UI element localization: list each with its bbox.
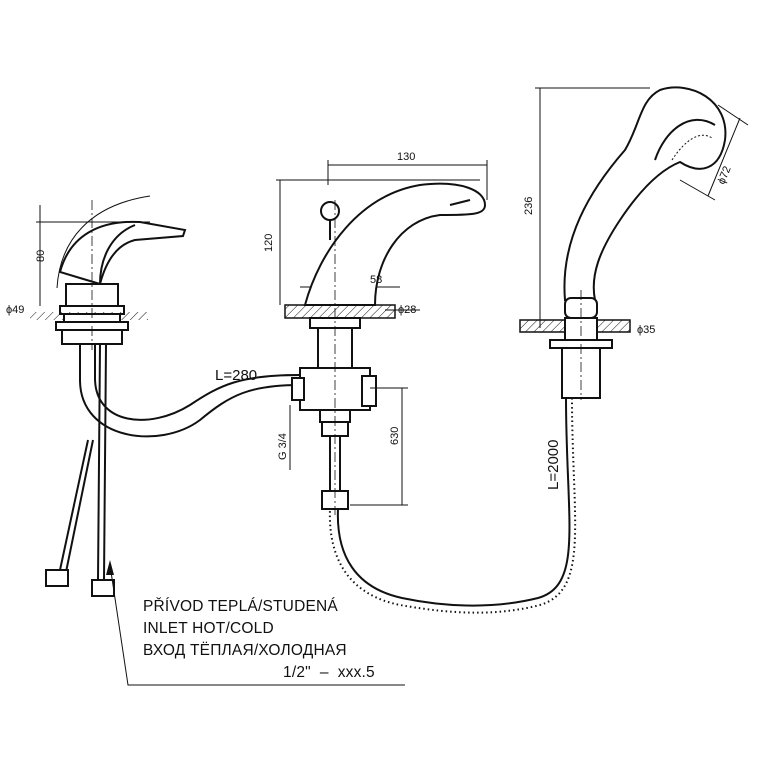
inlet-note-czech: PŘÍVOD TEPLÁ/STUDENÁ bbox=[143, 598, 338, 615]
dim-connector-length: L=280 bbox=[215, 367, 257, 384]
dim-tee-drop: 630 bbox=[389, 427, 401, 445]
inlet-note-size: 1/2" – xxx.5 bbox=[283, 664, 375, 681]
mixer-valve bbox=[30, 195, 315, 597]
dim-mixer-height: 80 bbox=[35, 250, 47, 262]
dim-spout-base: 58 bbox=[370, 274, 382, 286]
dim-mixer-diameter: ϕ49 bbox=[6, 304, 24, 316]
inlet-note-english: INLET HOT/COLD bbox=[143, 620, 274, 637]
dim-spout-reach: 130 bbox=[397, 151, 415, 163]
inlet-note: PŘÍVOD TEPLÁ/STUDENÁ INLET HOT/COLD ВХОД… bbox=[143, 596, 375, 684]
dim-spout-height: 120 bbox=[263, 234, 275, 252]
dim-spout-diameter: ϕ28 bbox=[398, 304, 416, 316]
inlet-note-russian: ВХОД ТЁПЛАЯ/ХОЛОДНАЯ bbox=[143, 642, 347, 659]
hand-shower bbox=[328, 86, 749, 614]
dim-shower-height: 236 bbox=[523, 197, 535, 215]
dim-shower-head-diameter: ϕ72 bbox=[716, 165, 734, 187]
dim-thread: G 3/4 bbox=[277, 433, 289, 460]
bath-spout bbox=[276, 160, 488, 515]
dim-shower-base-diameter: ϕ35 bbox=[637, 324, 655, 336]
dim-hose-length: L=2000 bbox=[545, 440, 562, 490]
